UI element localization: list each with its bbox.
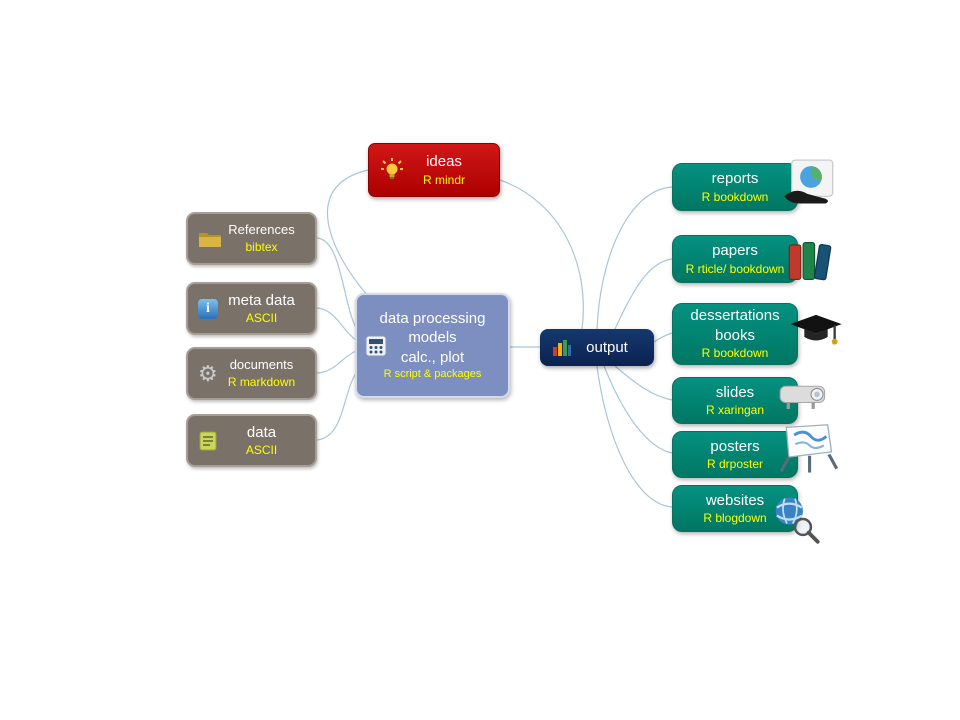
gear-icon: ⚙ <box>198 360 218 386</box>
node-label: reports <box>711 170 759 188</box>
folder-icon <box>198 230 222 248</box>
bar-chart-icon <box>552 339 572 357</box>
node-sublabel: R drposter <box>706 457 764 472</box>
books-icon <box>782 238 838 289</box>
edge-ideas-processing <box>327 169 369 297</box>
node-sublabel: R script & packages <box>383 368 482 381</box>
node-reports: reports R bookdown <box>672 163 798 211</box>
node-data: data ASCII <box>186 414 317 467</box>
node-label: output <box>586 338 628 356</box>
edge-data-processing <box>316 369 359 441</box>
node-sublabel: R blogdown <box>703 511 767 526</box>
node-label: References <box>228 221 295 237</box>
edge-metadata-processing <box>316 307 357 341</box>
info-icon: i <box>198 298 218 319</box>
pie-chart-hand-icon <box>782 158 840 213</box>
node-references: References bibtex <box>186 212 317 265</box>
easel-icon <box>776 422 839 479</box>
edge-output-posters <box>603 365 673 454</box>
edge-output-reports <box>596 186 673 330</box>
node-output: output <box>540 329 654 366</box>
edge-output-slides <box>614 365 673 401</box>
node-sublabel: R rticle/ bookdown <box>685 261 785 276</box>
edge-output-papers <box>614 258 673 330</box>
node-label: data <box>246 423 277 441</box>
edge-output-dessertations <box>653 332 673 343</box>
node-ideas: ideas R mindr <box>368 143 500 197</box>
node-sublabel: R mindr <box>422 172 465 187</box>
node-label: papers <box>712 242 758 260</box>
node-posters: posters R drposter <box>672 431 798 478</box>
edge-documents-processing <box>316 350 357 374</box>
node-label-line3: calc., plot <box>400 348 465 366</box>
node-sublabel: R bookdown <box>701 346 769 361</box>
node-label: documents <box>229 356 294 372</box>
node-sublabel: bibtex <box>245 239 278 254</box>
edge-references-processing <box>316 237 358 331</box>
node-sublabel: R markdown <box>227 374 296 389</box>
node-label: websites <box>705 491 765 509</box>
node-websites: websites R blogdown <box>672 485 798 532</box>
node-dessertations-books: dessertations books R bookdown <box>672 303 798 365</box>
node-sublabel: R bookdown <box>701 189 769 204</box>
node-label-line1: data processing <box>379 309 486 327</box>
node-sublabel: ASCII <box>245 443 278 458</box>
graduation-cap-icon <box>788 312 844 353</box>
node-slides: slides R xaringan <box>672 377 798 424</box>
node-sublabel: R xaringan <box>705 403 765 418</box>
calculator-icon <box>365 335 387 357</box>
edge-output-websites <box>596 365 673 508</box>
lightbulb-icon <box>379 157 405 183</box>
node-sublabel: ASCII <box>245 311 278 326</box>
node-label: meta data <box>228 291 295 309</box>
projector-icon <box>778 380 830 417</box>
node-label: ideas <box>426 153 462 171</box>
node-meta-data: i meta data ASCII <box>186 282 317 335</box>
node-label-line1: dessertations <box>690 307 780 325</box>
node-documents: ⚙ documents R markdown <box>186 347 317 400</box>
globe-search-icon <box>770 494 820 549</box>
notepad-icon <box>198 431 218 451</box>
node-label-line2: books <box>714 326 756 344</box>
node-data-processing: data processing models calc., plot R scr… <box>355 293 510 398</box>
node-label: slides <box>715 383 755 401</box>
node-label: posters <box>710 437 760 455</box>
edge-ideas-output <box>499 179 584 330</box>
node-label-line2: models <box>408 329 457 347</box>
node-papers: papers R rticle/ bookdown <box>672 235 798 283</box>
